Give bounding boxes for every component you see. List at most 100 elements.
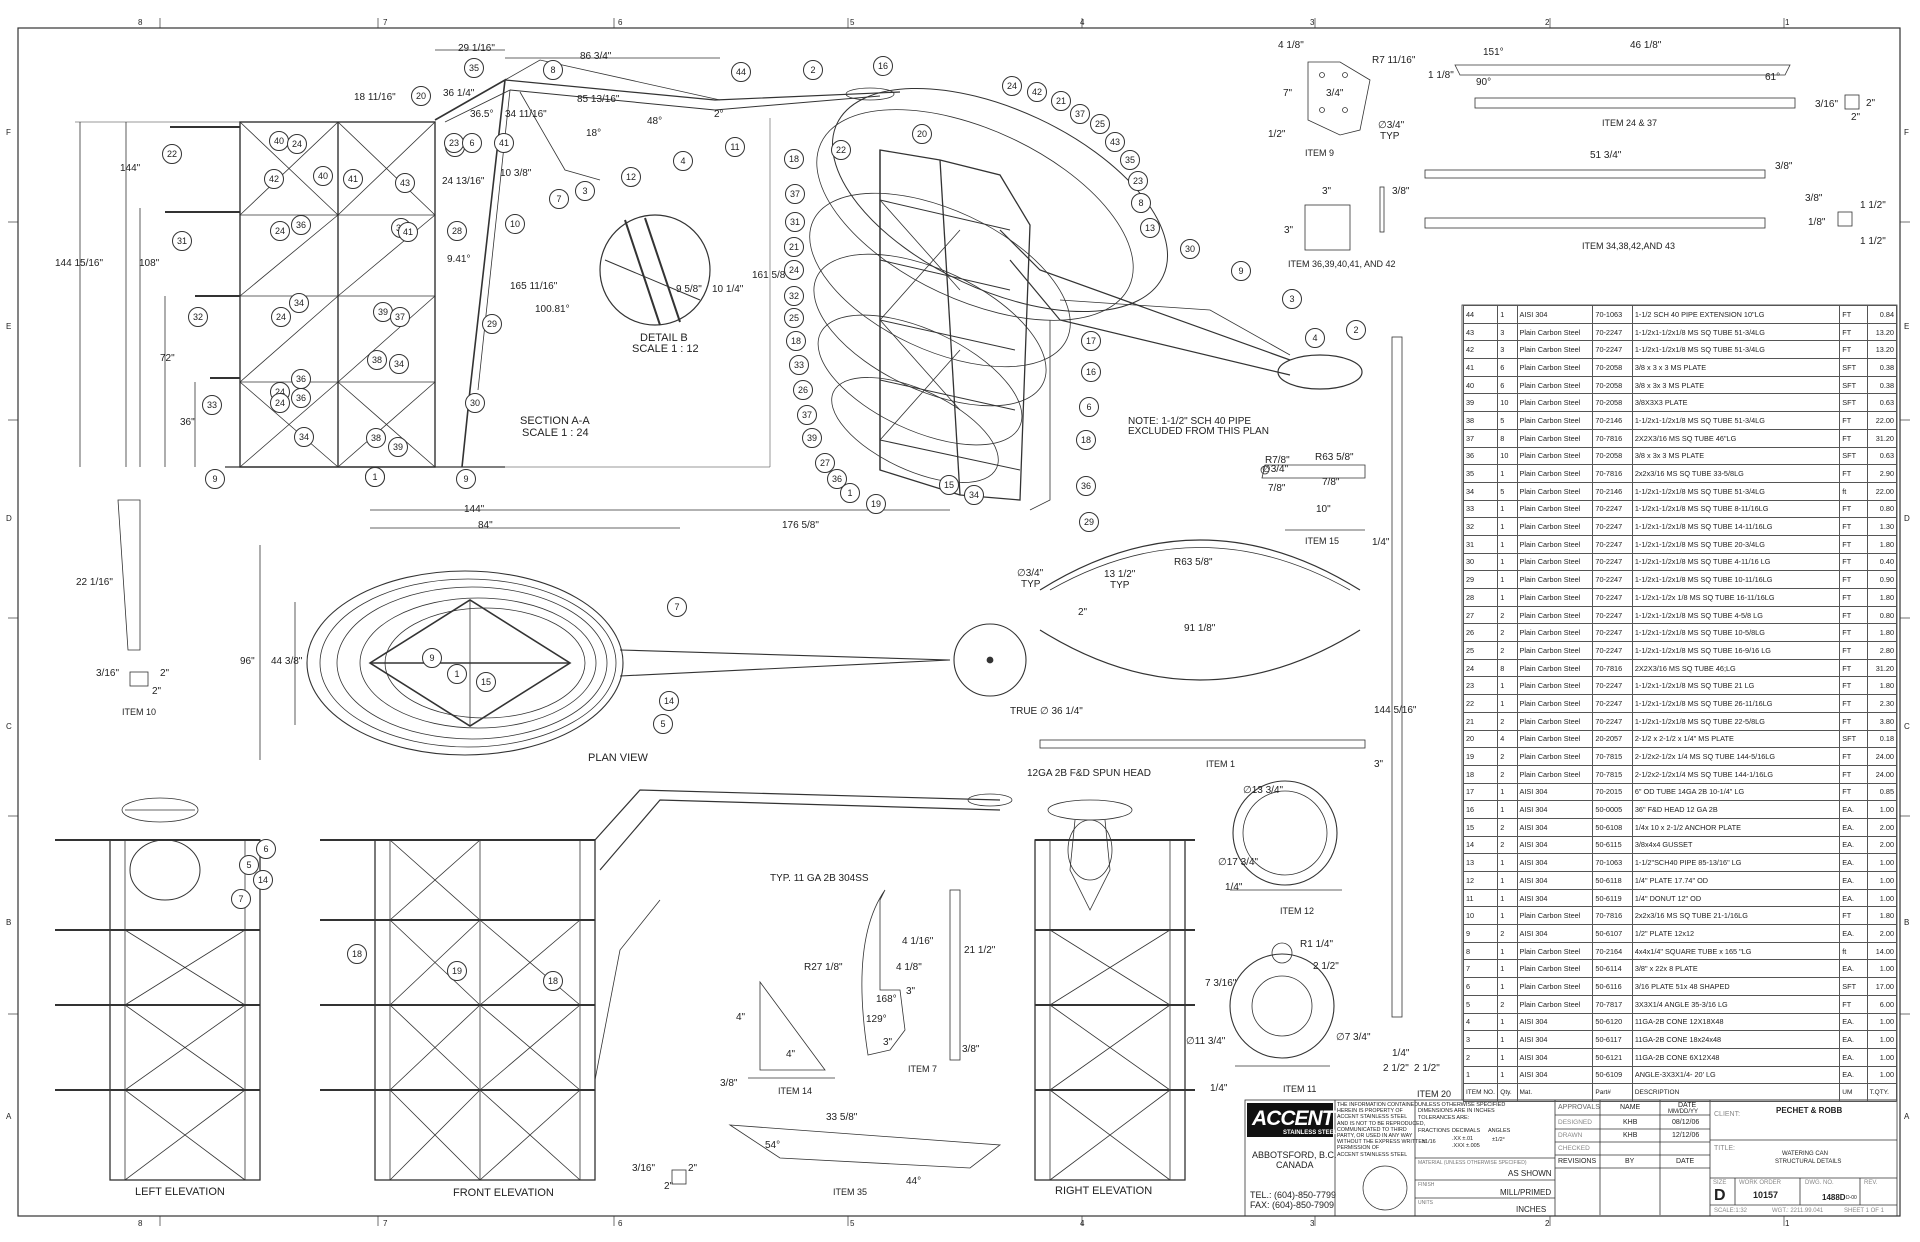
item-balloon: 3 [1282,289,1302,309]
bom-cell: 70-7816 [1592,906,1633,926]
bom-cell: Plain Carbon Steel [1516,658,1594,678]
bom-cell: Plain Carbon Steel [1516,393,1594,413]
item-balloon: 4 [673,151,693,171]
bom-cell: SFT [1839,375,1868,395]
dim-label: 2 1/2" [1414,1063,1440,1074]
detail-b-title: DETAIL B [640,332,688,344]
item-balloon: 1 [365,467,385,487]
bom-cell: 2 [1497,623,1518,643]
bom-cell: 1 [1497,782,1518,802]
bom-cell: 1-1/2x1-1/2x1/8 MS SQ TUBE 22-5/8LG [1631,711,1841,731]
bom-cell: Plain Carbon Steel [1516,464,1594,483]
dim-label: 54° [765,1140,781,1151]
bom-cell: 1.00 [1866,1012,1898,1032]
bom-cell: 13.20 [1866,322,1898,342]
bom-cell: 14.00 [1866,941,1898,961]
bom-cell: Plain Carbon Steel [1516,411,1594,430]
bom-cell: Plain Carbon Steel [1516,747,1594,766]
spun-head-note: 12GA 2B F&D SPUN HEAD [1027,768,1151,779]
item-balloon: 2 [1346,320,1366,340]
bom-cell: 27 [1462,605,1499,625]
bom-cell: 6" OD TUBE 14GA 2B 10-1/4" LG [1631,782,1841,802]
bom-cell: 1 [1497,305,1518,324]
drawing-sub-number: D-00 [1846,1195,1857,1201]
dim-label: 24 13/16" [442,176,485,187]
item-balloon: 11 [725,137,745,157]
zone-col-3: 3 [1310,18,1315,27]
dim-label: R1 1/4" [1300,939,1334,950]
bom-cell: 1/4" PLATE 17.74" OD [1631,871,1841,890]
bom-cell: FT [1839,464,1868,483]
bom-cell: 26 [1462,623,1499,643]
bom-cell: 50-6118 [1592,871,1633,890]
bom-cell: 1 [1497,588,1518,607]
item-balloon: 30 [465,393,485,413]
bom-cell: 1.00 [1866,800,1898,819]
bom-cell: 30 [1462,552,1499,572]
tol-angle-value: ±1/2° [1492,1137,1505,1143]
drawing-title-line-2: STRUCTURAL DETAILS [1775,1159,1842,1165]
bom-cell: AISI 304 [1516,924,1594,943]
company-sub: STAINLESS STEEL [1283,1130,1338,1136]
bom-cell: 2.00 [1866,817,1898,837]
bom-cell: 32 [1462,517,1499,536]
detail-b-scale: SCALE 1 : 12 [632,343,699,355]
item-balloon: 37 [797,405,817,425]
bom-cell: 0.85 [1866,782,1898,802]
bom-cell: 1-1/2x1-1/2x1/8 MS SQ TUBE 26-11/16LG [1631,694,1841,713]
dim-label: 3/8" [1775,161,1793,172]
item-balloon: 14 [253,870,273,890]
material-value: AS SHOWN [1508,1169,1552,1178]
tol-angles-label: ANGLES [1488,1128,1511,1134]
item-balloon: 7 [549,189,569,209]
dim-label: TYP [1380,131,1400,142]
finish-label: FINISH [1418,1182,1435,1188]
bom-cell: 20 [1462,729,1499,749]
bom-cell: 2X2X3/16 MS SQ TUBE 46;LG [1631,658,1841,678]
bom-header-cell: Qty. [1497,1083,1518,1102]
bom-cell: 70-2247 [1592,340,1633,360]
dim-label: 51 3/4" [1590,150,1622,161]
bom-cell: FT [1839,534,1868,554]
tolerance-line: TOLERANCES ARE: [1418,1114,1470,1121]
bom-cell: SFT [1839,393,1868,413]
client-label: CLIENT: [1714,1111,1741,1118]
dim-label: 7/8" [1322,477,1340,488]
item-balloon: 23 [1128,171,1148,191]
bom-cell: 1-1/2x1-1/2x1/8 MS SQ TUBE 21 LG [1631,676,1841,696]
dim-label: 2" [664,1181,674,1192]
bom-cell: Plain Carbon Steel [1516,340,1594,360]
dim-label: 176 5/8" [782,520,819,531]
bom-cell: EA. [1839,924,1868,943]
bom-cell: FT [1839,499,1868,519]
bom-cell: 10 [1497,393,1518,413]
bom-cell: 2-1/2x2-1/2x1/4 MS SQ TUBE 144-1/16LG [1631,764,1841,784]
finish-value: MILL/PRIMED [1500,1188,1552,1197]
item-balloon: 17 [1081,331,1101,351]
item-balloon: 18 [784,149,804,169]
bom-cell: 3X3X1/4 ANGLE 35-3/16 LG [1631,994,1841,1014]
bom-cell: 70-1063 [1592,305,1633,324]
dim-label: ∅3/4" [1017,568,1044,579]
bom-cell: 1.00 [1866,1047,1898,1067]
bom-cell: 50-6114 [1592,959,1633,979]
bom-cell: 1.80 [1866,676,1898,696]
bom-cell: 6 [1497,375,1518,395]
bom-cell: AISI 304 [1516,305,1594,324]
true-diameter-note: TRUE ∅ 36 1/4" [1010,706,1083,717]
bom-cell: 70-2247 [1592,641,1633,660]
bom-cell: AISI 304 [1516,888,1594,908]
bom-cell: 35 [1462,464,1499,483]
zone-col-6-bottom: 6 [618,1219,623,1228]
dim-label: 1 1/2" [1860,200,1886,211]
dim-label: 18° [586,128,602,139]
dim-label: 3" [1322,186,1332,197]
bom-cell: 44 [1462,305,1499,324]
bom-cell: 0.84 [1866,305,1898,324]
item-35-title: ITEM 35 [833,1187,868,1197]
bom-cell: 25 [1462,641,1499,660]
